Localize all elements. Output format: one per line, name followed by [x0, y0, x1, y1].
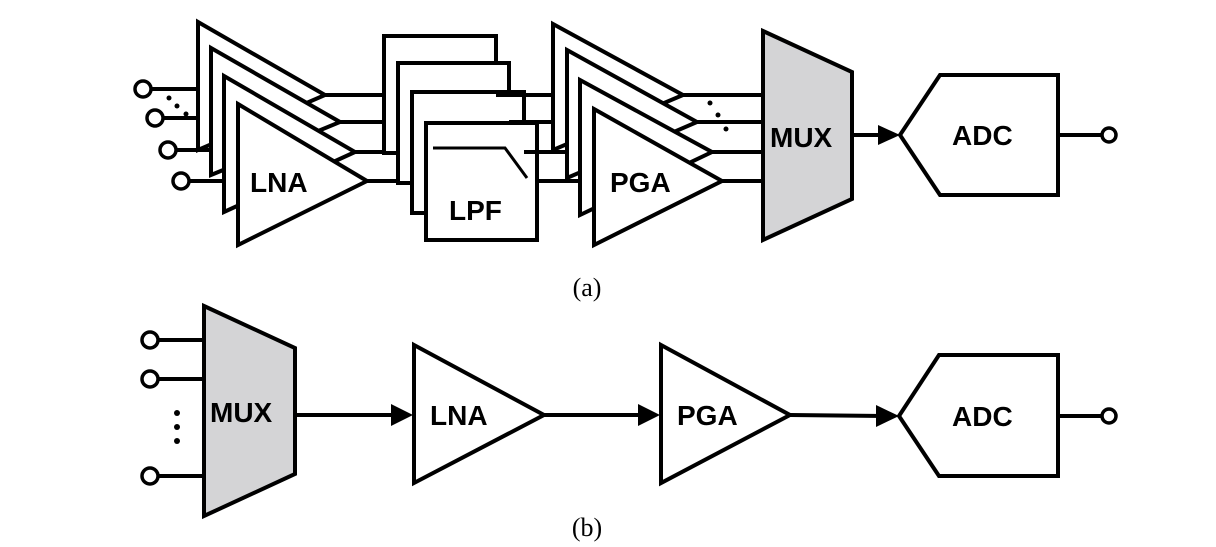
arrow-head-icon — [876, 405, 899, 427]
input-terminal-4 — [171, 171, 191, 191]
pga-amplifier-b — [659, 341, 795, 487]
panel-b-inputs — [140, 330, 205, 486]
panel-b: MUX LNA PGA ADC (b) — [140, 302, 1118, 542]
caption-b: (b) — [572, 513, 602, 542]
caption-a: (a) — [573, 273, 602, 302]
pga-label-a: PGA — [610, 167, 671, 198]
adc-label-a: ADC — [952, 120, 1013, 151]
input-terminal-b3 — [140, 466, 160, 486]
mux-block-a — [761, 27, 854, 244]
ellipsis-dots-channels — [707, 100, 729, 132]
panel-a-inputs — [133, 79, 238, 191]
pga-stack: PGA — [551, 20, 727, 249]
lna-amplifier-b — [412, 341, 549, 487]
input-terminal-3 — [158, 140, 178, 160]
adc-label-b: ADC — [952, 401, 1013, 432]
input-terminal-2 — [145, 108, 165, 128]
lpf-label-a: LPF — [449, 195, 502, 226]
ellipsis-dots-inputs — [166, 95, 189, 117]
mux-block-b — [202, 302, 297, 520]
pga-label-b: PGA — [677, 400, 738, 431]
lowpass-response-icon — [433, 146, 529, 179]
ellipsis-dots-inputs-b — [174, 410, 180, 444]
input-terminal-b2 — [140, 369, 160, 389]
output-terminal-a — [1100, 126, 1118, 144]
pga-to-adc-wire — [789, 413, 885, 418]
pga-amplifier-ch4 — [592, 105, 727, 249]
panel-a: LNA LPF — [133, 18, 1118, 302]
mux-label-a: MUX — [770, 122, 833, 153]
output-terminal-b — [1100, 407, 1118, 425]
lna-label-a: LNA — [250, 167, 308, 198]
lna-stack: LNA — [196, 18, 372, 249]
pga-to-mux-wires — [683, 93, 762, 183]
lna-label-b: LNA — [430, 400, 488, 431]
mux-label-b: MUX — [210, 397, 273, 428]
arrow-head-icon — [638, 404, 660, 426]
input-terminal-b1 — [140, 330, 160, 350]
input-terminal-1 — [133, 79, 153, 99]
lpf-stack: LPF — [382, 34, 539, 242]
arrow-head-icon — [878, 125, 900, 145]
arrow-head-icon — [391, 404, 413, 426]
lna-amplifier-ch4 — [236, 100, 372, 249]
